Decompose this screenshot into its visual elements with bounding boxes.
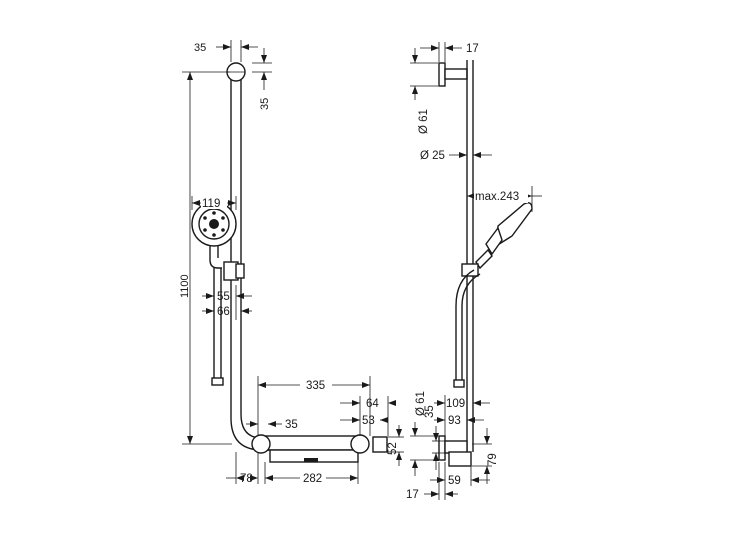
side-hand-shower <box>453 202 533 388</box>
dim-side-79: 79 <box>487 453 499 466</box>
dim-top-height-35: 35 <box>259 98 271 110</box>
front-view: 35 35 1100 119 <box>179 40 404 485</box>
side-top-bracket <box>438 62 446 87</box>
dim-66: 66 <box>217 306 230 318</box>
dim-64: 64 <box>366 398 379 410</box>
side-dimensions: 17 Ø 61 Ø 25 max.243 <box>406 42 542 501</box>
dim-1100: 1100 <box>179 274 191 298</box>
front-dimensions: 35 35 1100 119 <box>179 40 404 485</box>
dim-side-d61-top: Ø 61 <box>418 109 430 134</box>
hand-shower-head <box>191 201 237 269</box>
shower-shelf <box>251 434 388 463</box>
dim-side-59: 59 <box>448 475 461 487</box>
front-rail <box>230 68 360 451</box>
dim-side-17-top: 17 <box>466 43 479 55</box>
dim-shelf-35: 35 <box>285 419 298 431</box>
dim-335: 335 <box>306 380 325 392</box>
dim-282: 282 <box>303 473 322 485</box>
dim-119: 119 <box>202 198 220 210</box>
dim-top-35: 35 <box>194 42 206 54</box>
dim-55: 55 <box>217 291 230 303</box>
dim-78: 78 <box>240 473 253 485</box>
dim-side-35: 35 <box>424 405 436 418</box>
dim-52: 52 <box>387 442 399 455</box>
dim-side-17-bottom: 17 <box>406 489 419 501</box>
dim-side-max243: max.243 <box>475 191 519 203</box>
dim-53: 53 <box>362 415 375 427</box>
shower-hose <box>213 268 222 384</box>
dim-side-d61-bottom: Ø 61 <box>415 391 427 416</box>
side-view: 17 Ø 61 Ø 25 max.243 <box>406 42 542 501</box>
dim-side-109: 109 <box>446 398 465 410</box>
dim-side-d25: Ø 25 <box>420 150 445 162</box>
dim-side-93: 93 <box>448 415 461 427</box>
side-bottom-bracket <box>438 435 446 461</box>
side-rail <box>466 60 474 452</box>
